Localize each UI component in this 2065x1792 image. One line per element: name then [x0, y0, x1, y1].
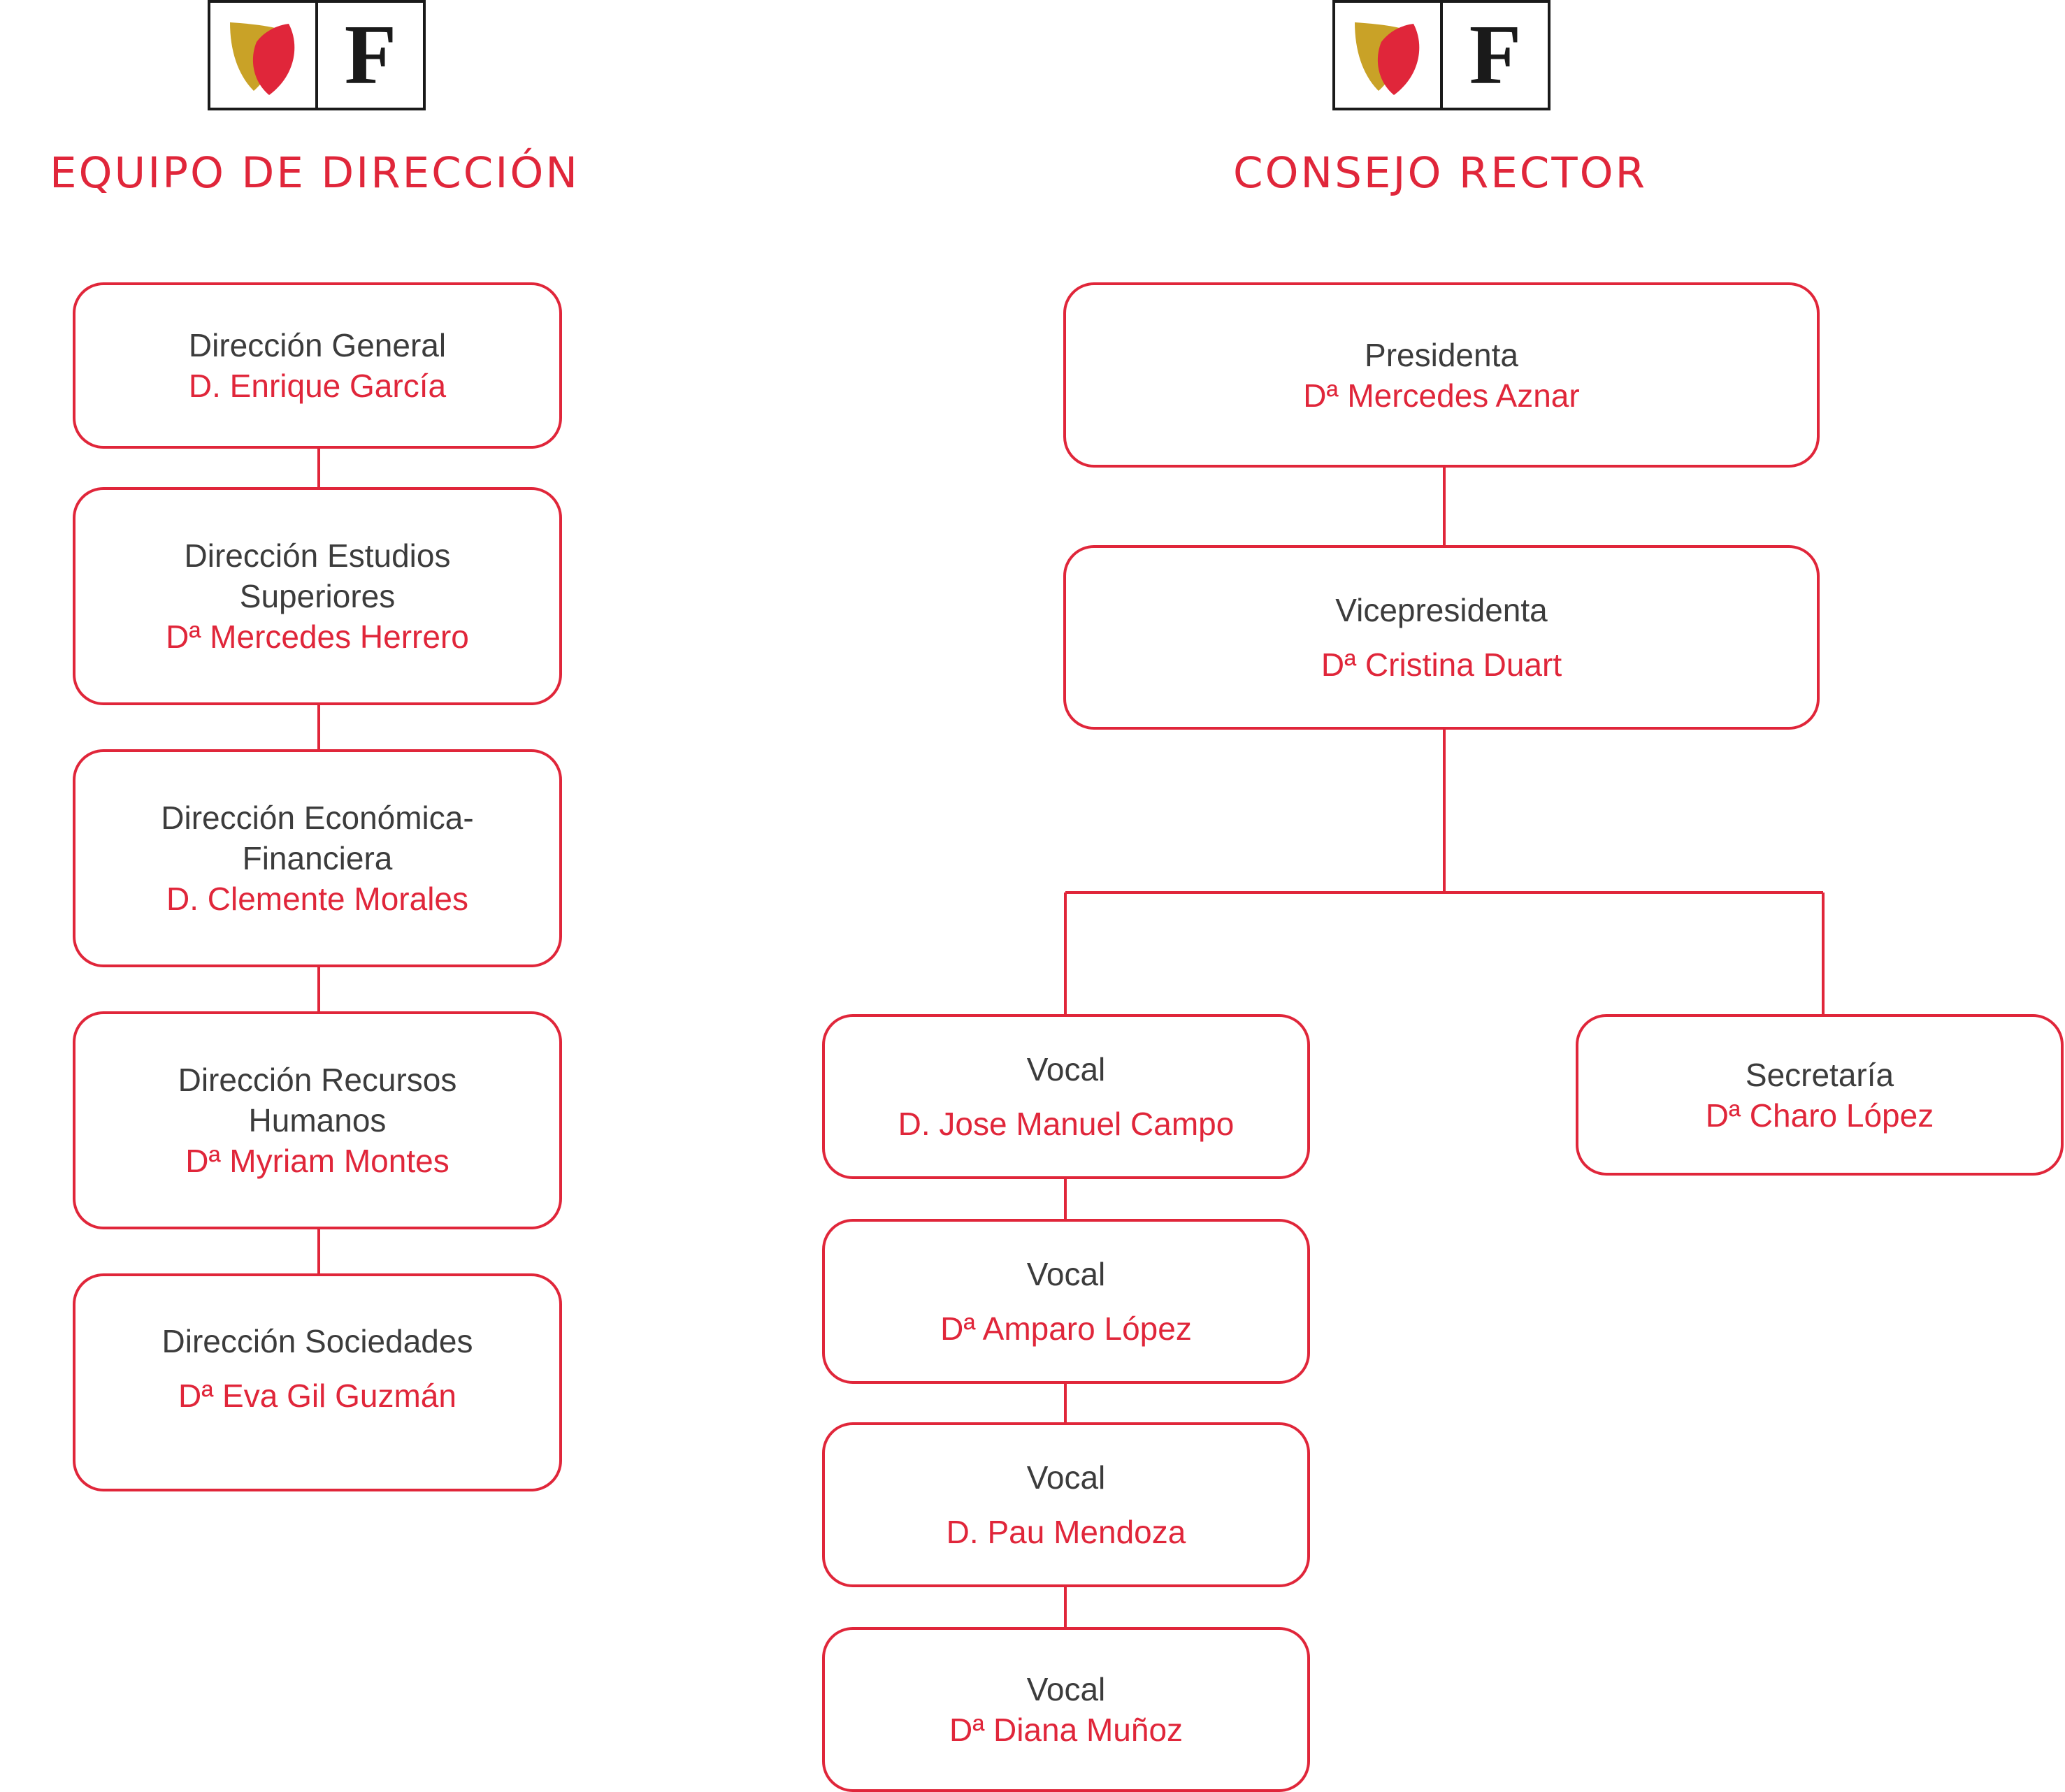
- node-role: Dirección Estudios Superiores: [184, 537, 451, 614]
- node-name: D. Enrique García: [188, 368, 447, 404]
- node-secretaria: Secretaría Dª Charo López: [1576, 1014, 2064, 1176]
- node-vocal-2: Vocal Dª Amparo López: [822, 1219, 1310, 1384]
- node-direccion-sociedades: Dirección Sociedades Dª Eva Gil Guzmán: [73, 1273, 562, 1491]
- node-name: Dª Diana Muñoz: [949, 1712, 1183, 1748]
- node-role: Presidenta: [1365, 336, 1518, 373]
- node-name: Dª Myriam Montes: [185, 1143, 449, 1179]
- logo-letter-box: F: [315, 0, 426, 110]
- logo-letter-box: F: [1440, 0, 1550, 110]
- node-vicepresidenta: Vicepresidenta Dª Cristina Duart: [1063, 545, 1820, 730]
- node-direccion-economica: Dirección Económica- Financiera D. Cleme…: [73, 749, 562, 967]
- node-direccion-general: Dirección General D. Enrique García: [73, 282, 562, 449]
- node-name: Dª Charo López: [1705, 1097, 1934, 1134]
- node-role: Dirección Económica- Financiera: [161, 800, 474, 876]
- node-role: Vocal: [1026, 1671, 1106, 1707]
- node-vocal-3: Vocal D. Pau Mendoza: [822, 1422, 1310, 1587]
- node-vocal-4: Vocal Dª Diana Muñoz: [822, 1627, 1310, 1792]
- node-name: D. Jose Manuel Campo: [898, 1106, 1235, 1142]
- node-role: Dirección General: [188, 327, 447, 363]
- node-role: Vocal: [1026, 1459, 1106, 1496]
- node-role: Dirección Sociedades: [161, 1323, 473, 1359]
- node-name: Dª Mercedes Aznar: [1303, 377, 1580, 414]
- node-direccion-estudios: Dirección Estudios Superiores Dª Mercede…: [73, 487, 562, 705]
- node-name: D. Pau Mendoza: [946, 1514, 1186, 1550]
- consejo-title: CONSEJO RECTOR: [1232, 148, 1648, 198]
- node-role: Vocal: [1026, 1051, 1106, 1088]
- node-name: Dª Mercedes Herrero: [166, 619, 469, 655]
- logo-letter: F: [1469, 8, 1522, 102]
- equipo-title: EQUIPO DE DIRECCIÓN: [50, 148, 580, 198]
- node-role: Vicepresidenta: [1335, 592, 1548, 628]
- node-role: Dirección Recursos Humanos: [178, 1062, 457, 1139]
- node-direccion-rrhh: Dirección Recursos Humanos Dª Myriam Mon…: [73, 1011, 562, 1229]
- node-name: D. Clemente Morales: [166, 881, 469, 917]
- logo-right: F: [1332, 0, 1553, 110]
- logo-letter: F: [344, 8, 397, 102]
- node-name: Dª Amparo López: [940, 1310, 1192, 1347]
- logo-left: F: [208, 0, 429, 110]
- node-presidenta: Presidenta Dª Mercedes Aznar: [1063, 282, 1820, 468]
- node-name: Dª Eva Gil Guzmán: [178, 1378, 456, 1414]
- node-vocal-1: Vocal D. Jose Manuel Campo: [822, 1014, 1310, 1179]
- node-role: Vocal: [1026, 1256, 1106, 1292]
- node-role: Secretaría: [1745, 1056, 1894, 1093]
- node-name: Dª Cristina Duart: [1321, 646, 1562, 683]
- shield-leaf-icon: [208, 0, 318, 110]
